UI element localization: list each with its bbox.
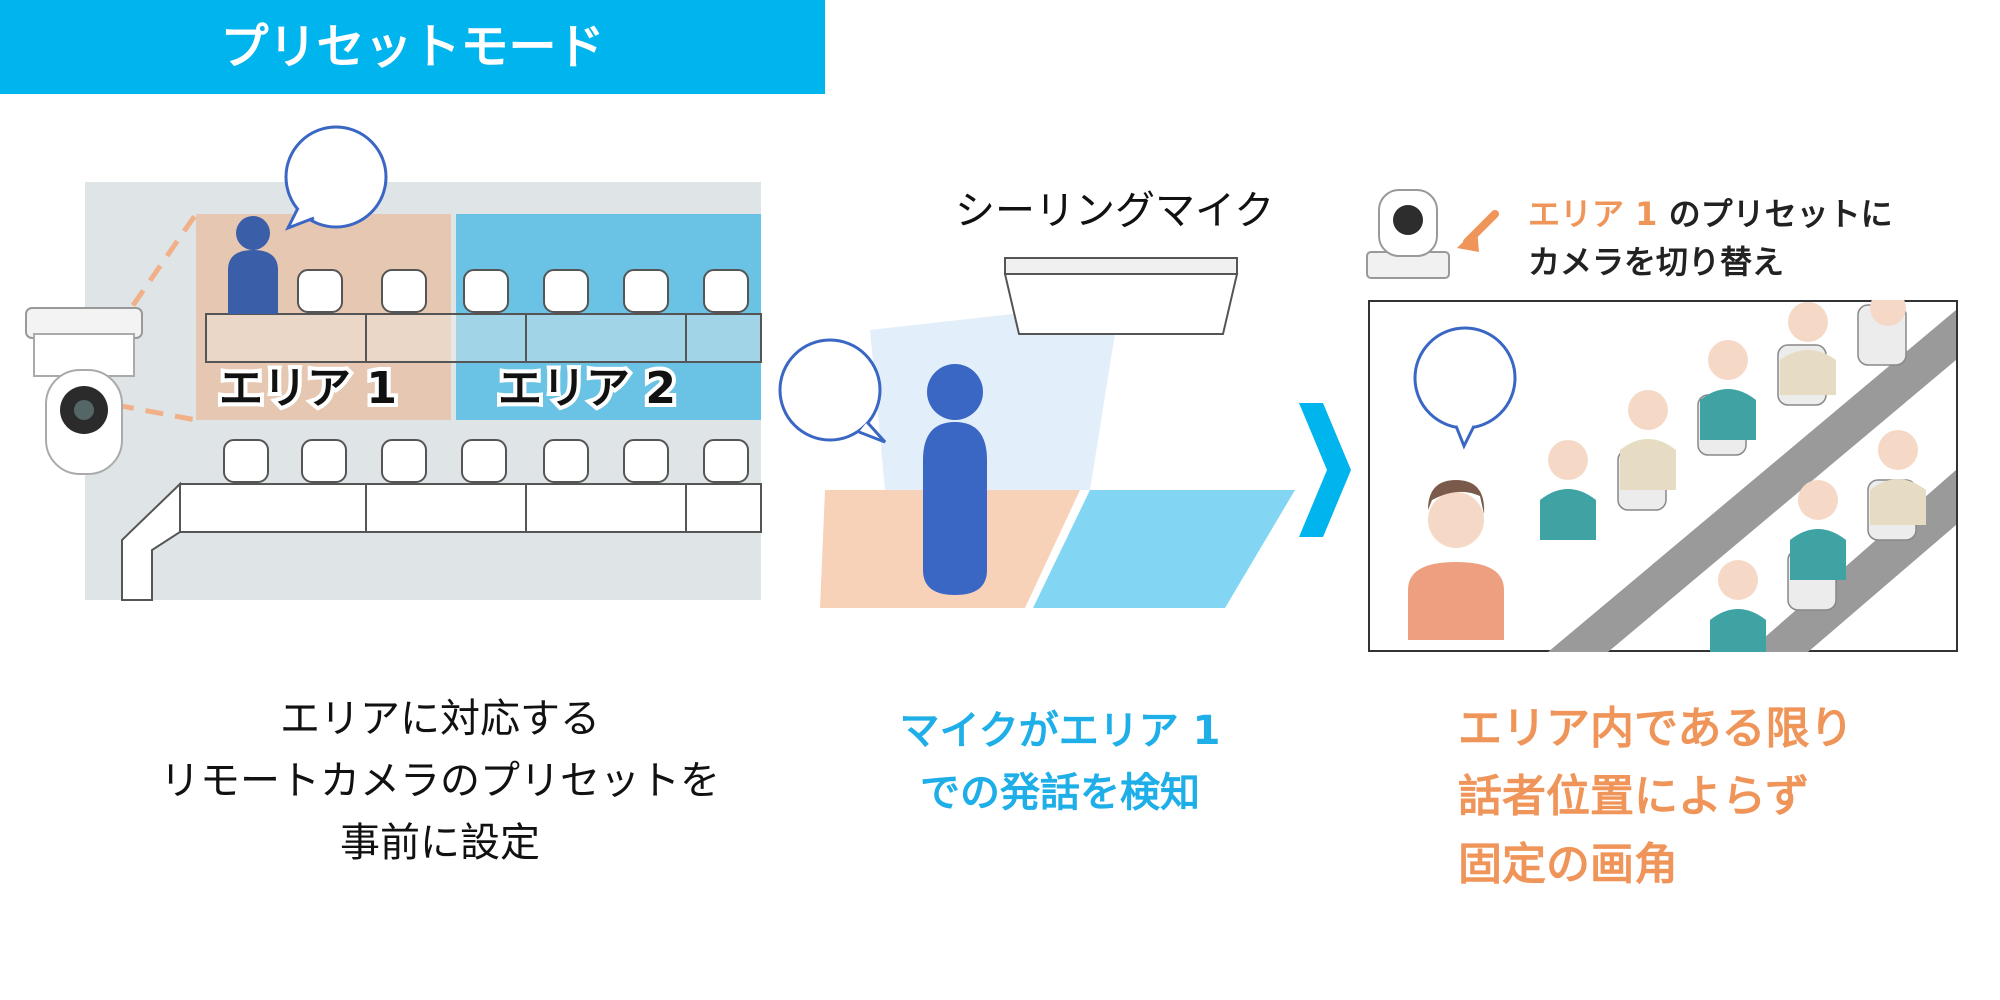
seated-person-head [236, 216, 270, 250]
area-2-zone [456, 214, 761, 420]
area-2-label: エリア 2 [498, 363, 676, 414]
mic-detection-diagram [778, 257, 1295, 608]
speech-bubble-right [1413, 326, 1517, 450]
auditorium-scene [1368, 300, 1958, 652]
speaker-woman [1408, 480, 1504, 640]
middle-caption: マイクがエリア 1 での発話を検知 [860, 700, 1260, 824]
page-title: プリセットモード [220, 19, 605, 75]
upper-chairs [297, 269, 749, 313]
right-caption-line: 固定の画角 [1458, 839, 1678, 890]
area-1-zone [196, 214, 451, 420]
area-1-label: エリア 1 [219, 363, 397, 414]
audience-members [1540, 300, 1926, 652]
small-camera-icon [1366, 189, 1450, 279]
lower-chairs [223, 439, 749, 483]
switch-note-line1: エリア 1 のプリセットに [1528, 190, 1893, 238]
ceiling-mic-label: シーリングマイク [955, 188, 1275, 234]
switch-note-highlight: エリア 1 [1528, 195, 1658, 233]
lower-desk [121, 481, 762, 601]
right-caption: エリア内である限り 話者位置によらず 固定の画角 [1458, 695, 1958, 899]
seated-person-body [228, 250, 278, 314]
middle-caption-line: での発話を検知 [920, 770, 1200, 816]
right-caption-line: 話者位置によらず [1458, 771, 1810, 822]
standing-person-body [923, 422, 987, 595]
standing-person-head [927, 364, 983, 420]
middle-caption-line: マイクがエリア 1 [899, 708, 1221, 754]
remote-camera-icon [25, 307, 143, 475]
area-2-floor-zone [1033, 490, 1295, 608]
flow-arrow-icon [1299, 403, 1351, 537]
ceiling-mic-icon [1003, 257, 1239, 335]
left-caption-line: 事前に設定 [340, 820, 540, 866]
switch-note-line1-rest: のプリセットに [1668, 195, 1893, 233]
seating-diagram: エリア 1 エリア 2 [25, 125, 762, 601]
title-bar [0, 0, 825, 94]
left-caption-line: エリアに対応する [280, 696, 600, 742]
upper-desk-row [205, 313, 762, 363]
right-caption-line: エリア内である限り [1458, 703, 1854, 754]
speech-bubble-middle [778, 338, 887, 444]
camera-switch-icons [1366, 189, 1499, 279]
left-caption-line: リモートカメラのプリセットを [160, 758, 720, 804]
left-caption: エリアに対応する リモートカメラのプリセットを 事前に設定 [130, 688, 750, 874]
speech-bubble-left [284, 125, 388, 231]
camera-field-of-view [113, 212, 199, 423]
switch-note-line2: カメラを切り替え [1528, 243, 1785, 281]
camera-switch-note: エリア 1 のプリセットに カメラを切り替え [1528, 190, 1893, 286]
